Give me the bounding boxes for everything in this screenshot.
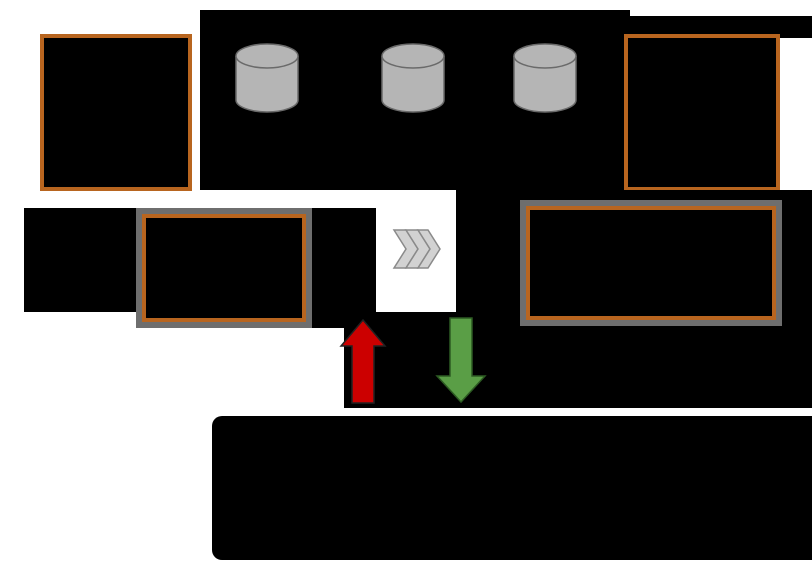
top-band-right (590, 16, 812, 38)
bottom-block (212, 416, 812, 560)
database-cylinder-icon (381, 43, 445, 113)
box-top-left (40, 34, 192, 191)
triple-chevron-right-icon (392, 229, 441, 269)
box-middle-right (520, 200, 782, 326)
database-cylinder-icon (235, 43, 299, 113)
down-arrow-icon (435, 317, 487, 404)
database-cylinder-icon (513, 43, 577, 113)
up-arrow-icon (339, 318, 387, 404)
box-top-right (624, 34, 780, 191)
box-middle-left (136, 208, 312, 328)
